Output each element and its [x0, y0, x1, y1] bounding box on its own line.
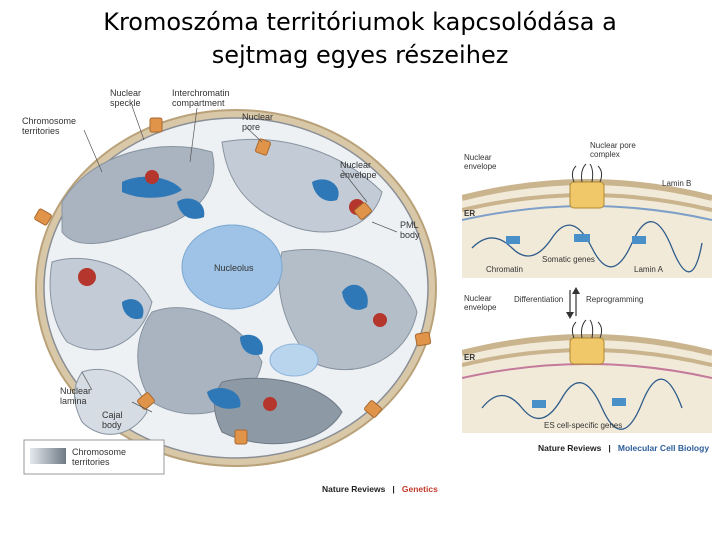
top-pore-complex	[569, 181, 605, 209]
territory-2	[221, 139, 383, 233]
label-somatic-genes: Somatic genes	[542, 255, 595, 264]
pml-body-1	[145, 170, 159, 184]
territory-3	[49, 257, 153, 351]
top-genes	[506, 234, 646, 244]
pml-body-3	[78, 268, 96, 286]
pml-body-5	[263, 397, 277, 411]
speckle-3	[312, 179, 339, 202]
nucleolus-small	[269, 343, 319, 377]
nucleolus-shape	[181, 224, 283, 310]
left-credit: Nature Reviews | Genetics	[322, 477, 438, 496]
legend-swatch	[30, 448, 66, 464]
title-line-1: Kromoszóma territóriumok kapcsolódása a	[103, 8, 617, 36]
title-line-2: sejtmag egyes részeihez	[211, 41, 509, 69]
territory-5	[278, 249, 418, 371]
label-lamin-a: Lamin A	[634, 265, 664, 274]
top-chromatin	[471, 221, 703, 273]
arrow-reprogramming-head	[572, 287, 580, 294]
arrow-differentiation-head	[566, 312, 574, 319]
speckle-7	[122, 299, 144, 320]
pml-body-4	[373, 313, 387, 327]
label-reprogramming: Reprogramming	[586, 295, 643, 304]
label-chromatin: Chromatin	[486, 265, 523, 274]
territory-7	[74, 368, 148, 435]
bottom-envelope-outer	[462, 334, 712, 356]
territory-6	[214, 377, 343, 445]
label-differentiation: Differentiation	[514, 295, 563, 304]
speckle-5	[240, 334, 263, 356]
bottom-genes	[532, 398, 626, 408]
nuclear-pores	[34, 117, 432, 445]
speckle-2	[177, 198, 205, 219]
speckle-6	[207, 387, 241, 409]
top-pore-filaments	[571, 163, 603, 183]
bottom-pore-complex	[569, 337, 605, 365]
label-er-bottom: ER	[464, 353, 475, 362]
right-credit: Nature Reviews | Molecular Cell Biology	[538, 436, 709, 455]
slide-title: Kromoszóma territóriumok kapcsolódása a …	[0, 6, 720, 72]
speckle-4	[342, 284, 368, 310]
label-nucleolus: Nucleolus	[214, 263, 254, 273]
bottom-pore-filaments	[571, 319, 603, 339]
bottom-chromatin	[481, 378, 683, 430]
top-nucleoplasm	[462, 183, 712, 278]
speckle-1	[122, 176, 182, 198]
label-lamin-b: Lamin B	[662, 179, 691, 188]
label-er-top: ER	[464, 209, 475, 218]
label-es-genes: ES cell-specific genes	[544, 421, 622, 430]
